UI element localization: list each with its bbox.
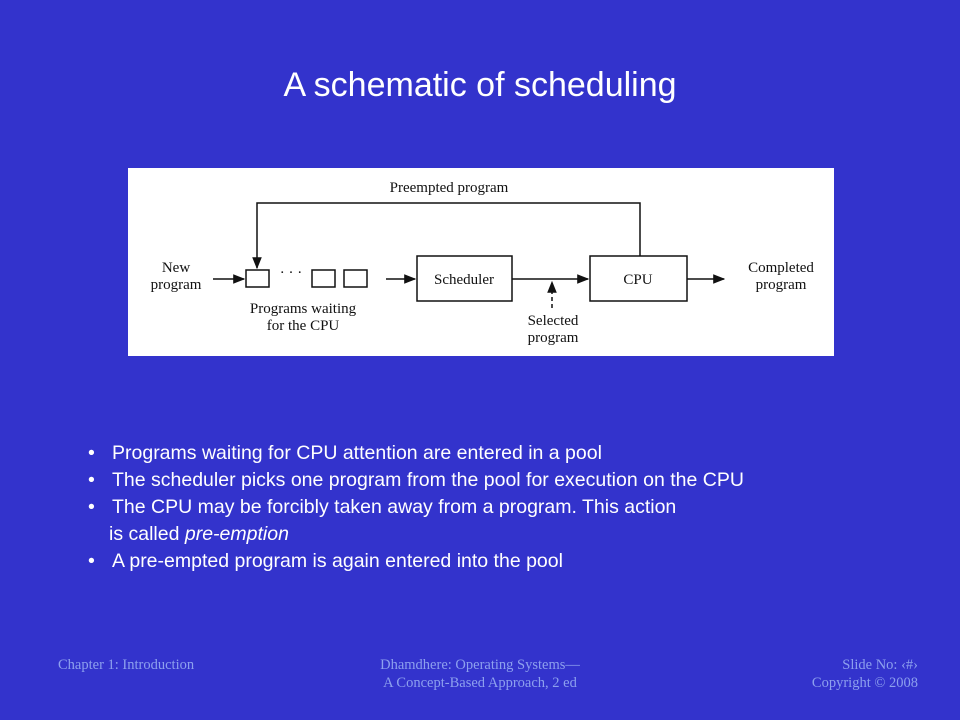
footer-slide-info: Slide No: ‹#› Copyright © 2008 <box>812 656 918 692</box>
bullet-dot: • <box>88 469 95 491</box>
preempted-label: Preempted program <box>390 180 509 196</box>
scheduler-label: Scheduler <box>434 272 494 288</box>
preempted-feedback-arrow <box>252 202 641 270</box>
footer-book-line1: Dhamdhere: Operating Systems— <box>380 657 580 673</box>
bullet-item: • The CPU may be forcibly taken away from… <box>88 494 928 521</box>
footer-slide-number: Slide No: ‹#› <box>842 657 918 673</box>
bullet-continuation: is called pre-emption <box>88 521 928 548</box>
bullet-item: • The scheduler picks one program from th… <box>88 467 928 494</box>
bullet-text: The scheduler picks one program from the… <box>112 469 744 491</box>
queue-slot-2 <box>311 269 336 288</box>
bullet-list: • Programs waiting for CPU attention are … <box>88 440 928 575</box>
bullet-dot: • <box>88 442 95 464</box>
bullet-text: Programs waiting for CPU attention are e… <box>112 442 602 464</box>
selected-label-line2: program <box>528 330 579 346</box>
diagram-svg: New program · · · Programs waiting for t… <box>151 180 815 346</box>
bullet-item: • A pre-empted program is again entered i… <box>88 548 928 575</box>
queue-slot-3 <box>343 269 368 288</box>
bullet-text: The CPU may be forcibly taken away from … <box>112 496 677 518</box>
bullet-dot: • <box>88 496 95 518</box>
footer-chapter: Chapter 1: Introduction <box>58 657 195 673</box>
cpu-label: CPU <box>623 272 652 288</box>
footer-book: Dhamdhere: Operating Systems— A Concept-… <box>320 656 640 692</box>
footer-book-line2: A Concept-Based Approach, 2 ed <box>383 675 577 691</box>
new-program-label-line2: program <box>151 277 202 293</box>
queue-ellipsis: · · · <box>280 265 303 281</box>
completed-label-line1: Completed <box>748 260 814 276</box>
completed-label-line2: program <box>756 277 807 293</box>
continuation-prefix: is called <box>109 523 185 545</box>
waiting-label-line2: for the CPU <box>267 318 340 334</box>
bullet-item: • Programs waiting for CPU attention are … <box>88 440 928 467</box>
selected-label-line1: Selected <box>528 313 579 329</box>
new-program-label-line1: New <box>162 260 190 276</box>
preemption-term: pre-emption <box>184 523 289 545</box>
bullet-dot: • <box>88 550 95 572</box>
scheduling-diagram: New program · · · Programs waiting for t… <box>128 168 834 356</box>
bullet-text: A pre-empted program is again entered in… <box>112 550 563 572</box>
slide-title: A schematic of scheduling <box>283 66 677 104</box>
footer-copyright: Copyright © 2008 <box>811 675 918 691</box>
queue-slot-1 <box>245 269 270 288</box>
waiting-label-line1: Programs waiting <box>250 301 357 317</box>
